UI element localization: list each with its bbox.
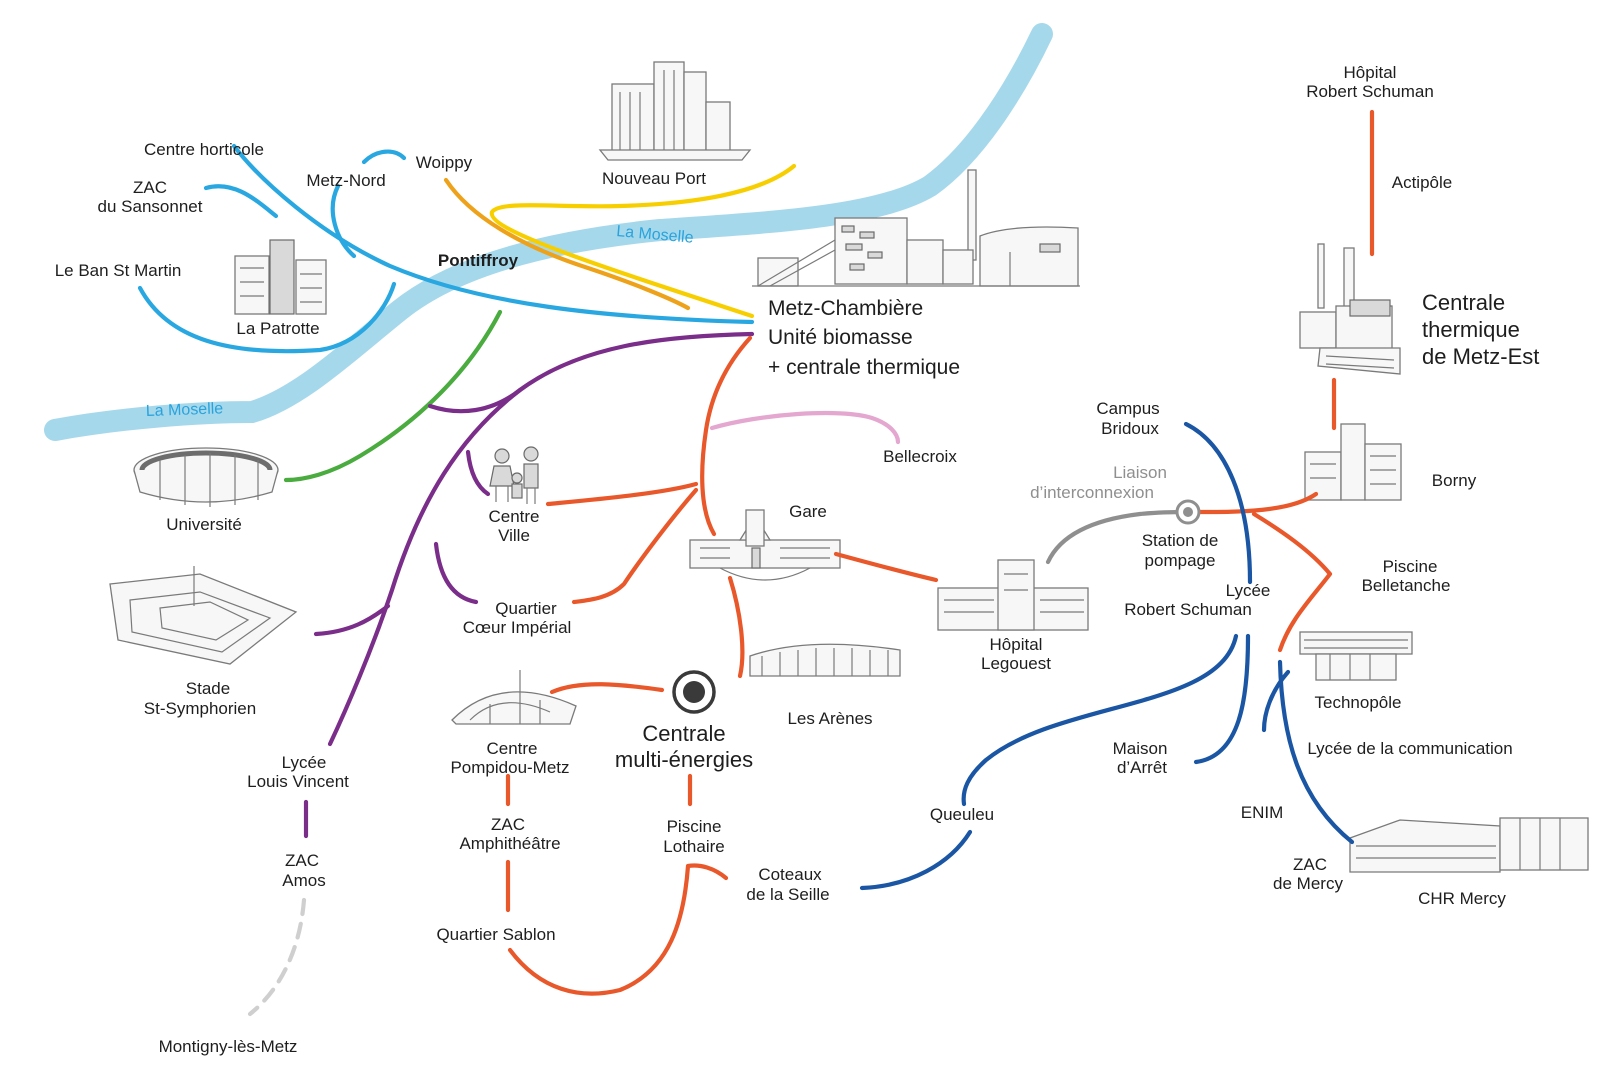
label-universite: Université: [166, 515, 242, 534]
label-centrale-est-2: thermique: [1422, 317, 1520, 342]
hopital-legouest-picture: [937, 559, 1089, 631]
universite-picture: [133, 447, 279, 507]
centrale-multi-energies-node: [672, 670, 716, 714]
network-interconnection: [1045, 509, 1193, 565]
les-arenes-picture: [749, 643, 901, 677]
label-stade-1: Stade: [186, 679, 230, 698]
label-coteaux-seille-2: de la Seille: [746, 885, 829, 904]
technopole-picture: [1299, 631, 1413, 681]
nouveau-port-picture: [598, 61, 752, 161]
borny-picture: [1304, 423, 1402, 501]
label-borny: Borny: [1432, 471, 1477, 490]
label-zac-mercy-2: de Mercy: [1273, 874, 1343, 893]
label-zac-mercy-1: ZAC: [1293, 855, 1327, 874]
label-centre-ville-2: Ville: [498, 526, 530, 545]
label-centrale-multi-1: Centrale: [642, 721, 725, 746]
label-montigny: Montigny-lès-Metz: [159, 1037, 298, 1056]
label-zac-sansonnet-1: ZAC: [133, 178, 167, 197]
network-amber: [443, 177, 691, 311]
label-zac-amphitheatre-2: Amphithéâtre: [459, 834, 560, 853]
label-queuleu: Queuleu: [930, 805, 994, 824]
label-zac-amos-1: ZAC: [285, 851, 319, 870]
river-label-lower: La Moselle: [146, 400, 224, 420]
network-future-dashed: [247, 897, 307, 1017]
labels: Centre horticole ZAC du Sansonnet Metz-N…: [55, 63, 1540, 1056]
label-centre-horticole: Centre horticole: [144, 140, 264, 159]
label-quartier-coeur-2: Cœur Impérial: [463, 618, 572, 637]
label-zac-amphitheatre-1: ZAC: [491, 815, 525, 834]
label-enim: ENIM: [1241, 803, 1284, 822]
label-maison-arret-1: Maison: [1113, 739, 1168, 758]
station-pompage-node: [1175, 499, 1201, 525]
label-gare: Gare: [789, 502, 827, 521]
label-lycee-communication: Lycée de la communication: [1307, 739, 1512, 758]
metz-chambiere-plant-picture: [752, 169, 1080, 287]
stade-picture: [109, 566, 298, 665]
label-centre-pompidou-1: Centre: [486, 739, 537, 758]
label-chr-mercy: CHR Mercy: [1418, 889, 1506, 908]
label-stade-2: St-Symphorien: [144, 699, 256, 718]
label-piscine-belletanche-2: Belletanche: [1362, 576, 1451, 595]
label-zac-amos-2: Amos: [282, 871, 325, 890]
label-piscine-belletanche-1: Piscine: [1383, 557, 1438, 576]
network-light-blue: [137, 143, 755, 354]
label-metz-chambiere-3: + centrale thermique: [768, 356, 960, 379]
label-liaison-2: d’interconnexion: [1030, 483, 1154, 502]
label-actipole: Actipôle: [1392, 173, 1452, 192]
la-patrotte-picture: [234, 239, 327, 315]
label-metz-chambiere-1: Metz-Chambière: [768, 297, 923, 320]
label-zac-sansonnet-2: du Sansonnet: [98, 197, 203, 216]
label-lycee-louis-vincent-1: Lycée: [282, 753, 327, 772]
network-navy: [859, 421, 1355, 891]
label-centrale-multi-2: multi-énergies: [615, 747, 753, 772]
label-campus-bridoux-1: Campus: [1096, 399, 1159, 418]
label-lycee-rs-1: Lycée: [1226, 581, 1271, 600]
label-hopital-legouest-2: Legouest: [981, 654, 1051, 673]
label-nouveau-port: Nouveau Port: [602, 169, 706, 188]
gare-picture: [689, 509, 841, 581]
label-piscine-lothaire-1: Piscine: [667, 817, 722, 836]
label-centrale-est-1: Centrale: [1422, 290, 1505, 315]
label-bellecroix: Bellecroix: [883, 447, 957, 466]
label-les-arenes: Les Arènes: [787, 709, 872, 728]
centrale-metz-est-picture: [1299, 243, 1401, 375]
label-lycee-louis-vincent-2: Louis Vincent: [247, 772, 349, 791]
label-centre-pompidou-2: Pompidou-Metz: [450, 758, 569, 777]
river-path: [44, 23, 1053, 441]
river-moselle: [44, 23, 1053, 441]
network-yellow: [489, 163, 797, 319]
label-liaison-1: Liaison: [1113, 463, 1167, 482]
label-la-patrotte: La Patrotte: [236, 319, 319, 338]
label-maison-arret-2: d’Arrêt: [1117, 758, 1167, 777]
label-quartier-coeur-1: Quartier: [495, 599, 557, 618]
label-station-pompage-2: pompage: [1145, 551, 1216, 570]
river-label-upper: La Moselle: [616, 223, 695, 247]
label-campus-bridoux-2: Bridoux: [1101, 419, 1159, 438]
centre-pompidou-picture: [451, 670, 577, 725]
network-pink: [709, 410, 901, 445]
label-coteaux-seille-1: Coteaux: [758, 865, 822, 884]
label-metz-chambiere-2: Unité biomasse: [768, 326, 913, 349]
centre-ville-family-picture: [489, 446, 539, 504]
label-metz-nord: Metz-Nord: [306, 171, 385, 190]
label-hopital-rs-1: Hôpital: [1344, 63, 1397, 82]
label-woippy: Woippy: [416, 153, 473, 172]
label-le-ban-st-martin: Le Ban St Martin: [55, 261, 182, 280]
network-orange: [505, 109, 1375, 996]
chr-mercy-picture: [1349, 817, 1589, 873]
label-station-pompage-1: Station de: [1142, 531, 1219, 550]
label-hopital-legouest-1: Hôpital: [990, 635, 1043, 654]
label-centrale-est-3: de Metz-Est: [1422, 344, 1539, 369]
label-centre-ville-1: Centre: [488, 507, 539, 526]
label-pontiffroy: Pontiffroy: [438, 251, 519, 270]
label-technopole: Technopôle: [1315, 693, 1402, 712]
label-quartier-sablon: Quartier Sablon: [436, 925, 555, 944]
label-lycee-rs-2: Robert Schuman: [1124, 600, 1252, 619]
network-green: [283, 309, 503, 483]
label-hopital-rs-2: Robert Schuman: [1306, 82, 1434, 101]
label-piscine-lothaire-2: Lothaire: [663, 837, 724, 856]
network-purple: [303, 331, 755, 839]
